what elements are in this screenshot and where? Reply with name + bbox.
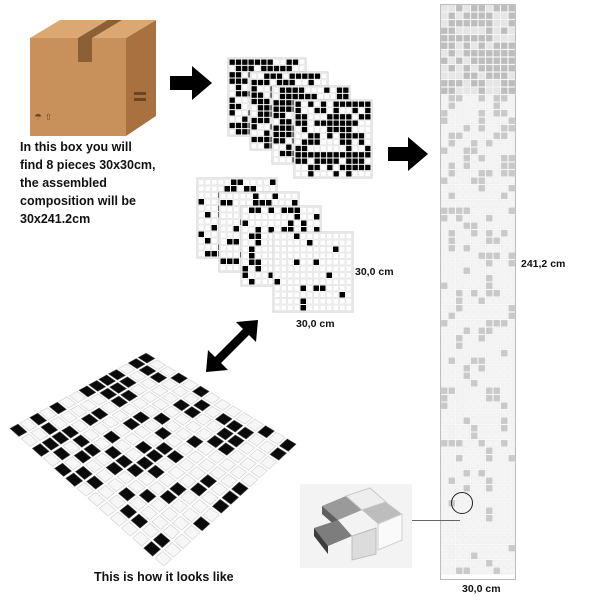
closeup-photo [300,484,412,568]
strip-height-label: 241,2 cm [521,258,566,270]
mosaic-tile-sheet [272,231,354,313]
svg-text:☂ ⇧: ☂ ⇧ [34,113,52,123]
box-description: In this box you will find 8 pieces 30x30… [20,138,180,228]
assembled-strip [440,4,516,580]
tile-width-label: 30,0 cm [296,318,335,330]
magnifier-circle-icon [451,492,473,514]
arrow-right-icon [388,137,428,171]
box-text-line: In this box you will [20,140,132,154]
box-text-line: composition will be [20,194,136,208]
white-tile-stack [196,177,354,313]
mosaic-photo [9,352,297,567]
tile-height-label: 30,0 cm [355,266,394,278]
double-arrow-icon [204,318,260,374]
arrow-right-icon [170,66,212,100]
photo-caption: This is how it looks like [94,570,234,584]
black-tile-stack [227,57,373,179]
cardboard-box-icon: ☂ ⇧ [22,8,162,138]
box-text-line: the assembled [20,176,107,190]
mosaic-tile-sheet [293,99,373,179]
box-text-line: find 8 pieces 30x30cm, [20,158,156,172]
connector-line [412,520,460,521]
box-text-line: 30x241.2cm [20,212,91,226]
strip-width-label: 30,0 cm [462,583,501,595]
